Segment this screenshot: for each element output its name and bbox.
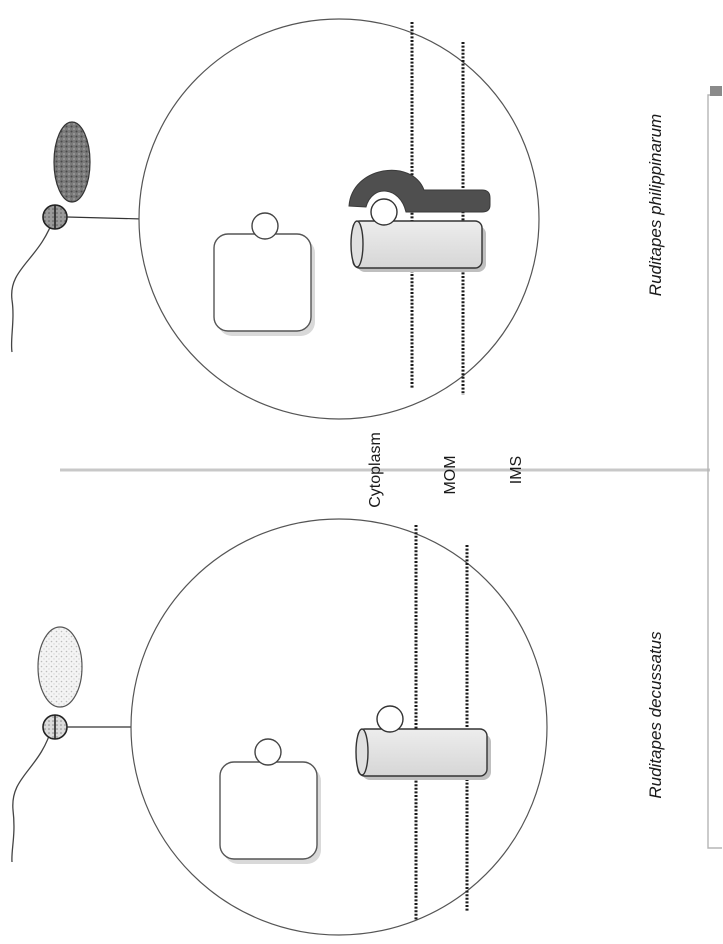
sperm-bottom: [11, 626, 143, 863]
sperm-tail-top: [10, 216, 55, 353]
sperm-tail-bottom: [11, 726, 53, 863]
species-label-top: Ruditapes philippinarum: [646, 114, 665, 296]
channel-top-cap: [350, 220, 364, 268]
frame-tab: [710, 86, 722, 96]
mitochondrion-circle-top: [138, 18, 540, 420]
sperm-top: [10, 121, 144, 353]
ims-label: IMS: [508, 456, 525, 484]
square-organelle-bottom: [219, 761, 318, 860]
channel-bottom-cap: [355, 728, 369, 776]
square-organelle-knob-top: [251, 212, 279, 240]
sperm-head-top: [53, 121, 91, 203]
frame-box: [707, 94, 722, 849]
channel-bottom-knob: [376, 705, 404, 733]
sperm-head-bottom: [37, 626, 83, 708]
cytoplasm-label: Cytoplasm: [367, 432, 384, 508]
species-label-bottom: Ruditapes decussatus: [646, 631, 665, 799]
hook-protein-knob-top: [370, 198, 398, 226]
mitochondrion-bottom: [130, 518, 548, 936]
channel-top: [352, 220, 483, 269]
mitochondrion-circle-bottom: [130, 518, 548, 936]
hook-protein-top: [348, 169, 491, 213]
sperm-connector-top: [66, 216, 144, 220]
channel-bottom: [357, 728, 488, 777]
square-organelle-top: [213, 233, 312, 332]
mitochondrion-top: [138, 18, 540, 420]
mom-label: MOM: [442, 455, 459, 494]
square-organelle-knob-bottom: [254, 738, 282, 766]
